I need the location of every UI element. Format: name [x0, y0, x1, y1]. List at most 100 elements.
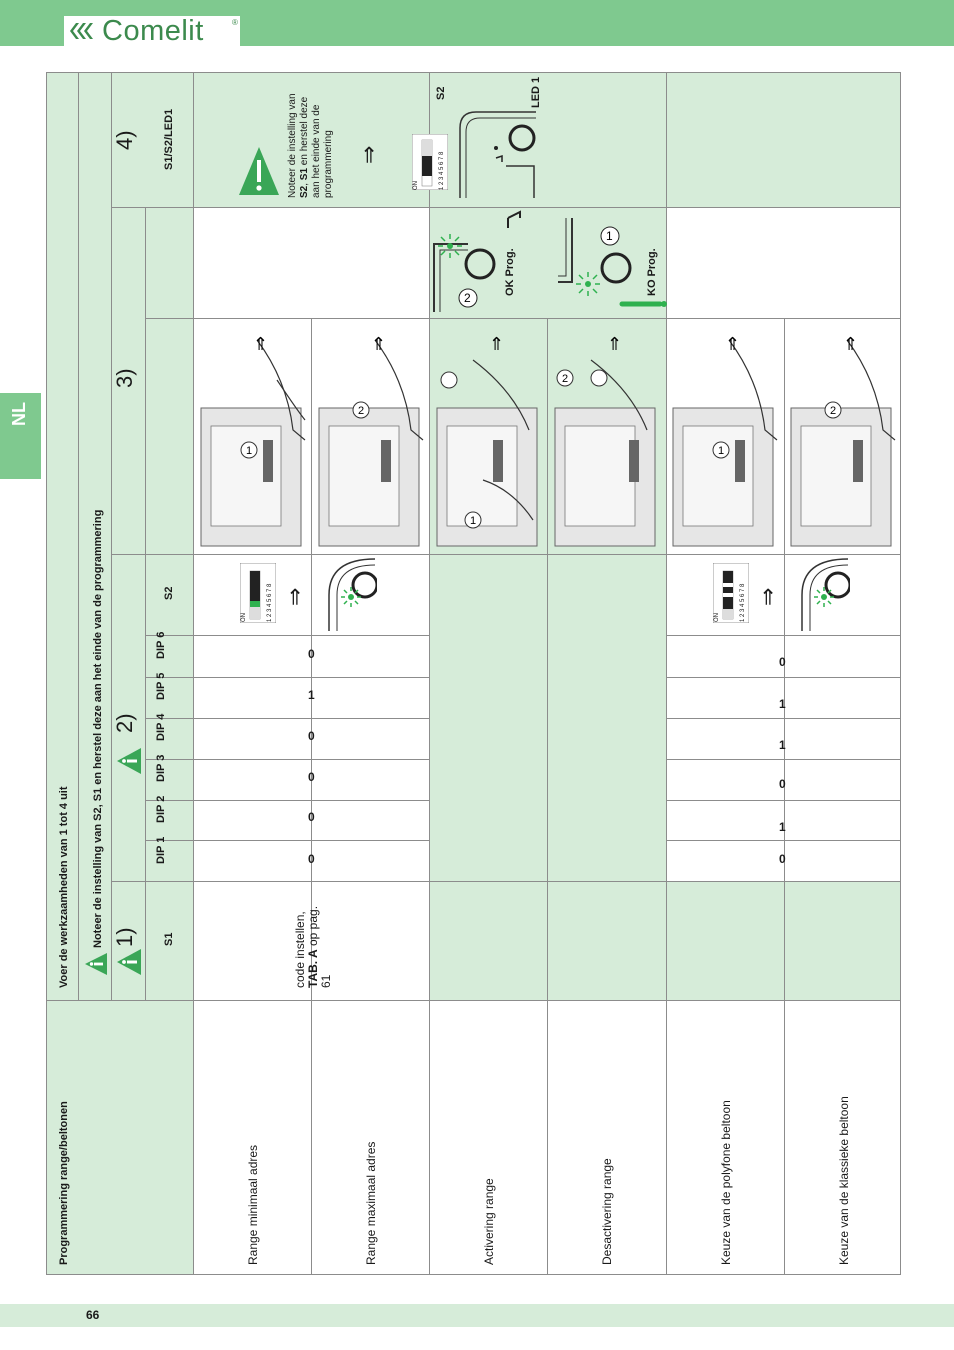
- step-3-label: 3): [112, 368, 137, 388]
- col-s2: S2: [163, 586, 175, 600]
- led-board-icon: [801, 558, 850, 631]
- dip-switch-icon: [412, 134, 448, 190]
- programming-table: [46, 72, 901, 1275]
- svg-text:⇑: ⇑: [489, 334, 504, 354]
- dip-switch-icon: [240, 563, 276, 623]
- intercom-press-both-illustration: 2 ⇑: [554, 334, 656, 547]
- dip-switch-numbers: 1 2 3 4 5 6 7 8: [740, 583, 746, 622]
- warning-icon: [117, 949, 141, 975]
- header-panel-top: [47, 73, 900, 207]
- dip-switch-icon: [713, 563, 749, 623]
- row-label-polyphonic-tone: Keuze van de polyfone beltoon: [719, 1100, 733, 1265]
- language-tab: NL: [0, 393, 41, 479]
- col-dip-4: DIP 4: [155, 713, 167, 741]
- table-subtitle: Voer de werkzaamheden van 1 tot 4 uit: [58, 786, 70, 988]
- dip-3-value: 0: [308, 770, 315, 784]
- col-dip-1: DIP 1: [155, 836, 167, 864]
- header-panel-bottom: [47, 1000, 193, 1274]
- brand-mark-icon: [70, 23, 93, 39]
- svg-text:⇑: ⇑: [607, 334, 622, 354]
- dip-4-value: 0: [308, 729, 315, 743]
- intercom-press-button-1-illustration: 1 ⇑: [672, 334, 778, 547]
- s1-instruction-line1: code instellen,: [293, 911, 307, 988]
- ok-prog-label: OK Prog.: [504, 248, 516, 296]
- arrow-icon: ⇒: [356, 145, 381, 164]
- col-dip-6: DIP 6: [155, 631, 167, 659]
- row-label-range-max: Range maximaal adres: [364, 1141, 378, 1265]
- dip-2-value: 1: [779, 820, 786, 834]
- language-tab-label: NL: [8, 401, 29, 426]
- dip-4-value: 1: [779, 738, 786, 752]
- intercom-press-button-1-illustration: 1 ⇑: [200, 334, 306, 547]
- s1-instruction-line2: TAB. A op pag.: [306, 905, 320, 988]
- svg-text:⇑: ⇑: [371, 334, 386, 354]
- row-label-activation: Activering range: [482, 1178, 496, 1265]
- arrow-icon: ⇒: [755, 587, 780, 606]
- page-number: 66: [86, 1308, 100, 1322]
- brand-name: Comelit: [102, 15, 204, 47]
- step-2-label: 2): [112, 713, 137, 733]
- tone-s1-panel: [666, 881, 900, 1000]
- warning-icon: [85, 953, 107, 975]
- dip-1-value: 0: [308, 852, 315, 866]
- led-board-icon: [459, 111, 536, 198]
- dip-switch-on-label: ON: [714, 613, 720, 622]
- settings-note: Noteer de instelling van S2, S1 en herst…: [92, 509, 104, 948]
- row-label-range-min: Range minimaal adres: [246, 1144, 260, 1265]
- intercom-press-button-2-illustration: 2 ⇑: [318, 334, 424, 547]
- row-label-classic-tone: Keuze van de klassieke beltoon: [837, 1096, 851, 1265]
- svg-text:2: 2: [358, 405, 364, 417]
- dip-6-value: 0: [779, 655, 786, 669]
- intercom-press-both-illustration: 1 ⇑: [436, 334, 538, 547]
- step-4-label: 4): [112, 130, 137, 150]
- col-dip-2: DIP 2: [155, 795, 167, 823]
- note4-line4: programmering: [323, 130, 334, 198]
- svg-text:⇑: ⇑: [725, 334, 740, 354]
- dip-switch-numbers: 1 2 3 4 5 6 7 8: [267, 583, 273, 622]
- dip-switch-on-label: ON: [241, 613, 247, 622]
- dip-6-value: 0: [308, 647, 315, 661]
- ok-prog-led-icon: 2: [433, 210, 521, 312]
- ko-prog-label: KO Prog.: [646, 248, 658, 296]
- row-label-deactivation: Desactivering range: [600, 1158, 614, 1265]
- dip-switch-numbers: 1 2 3 4 5 6 7 8: [439, 151, 445, 190]
- svg-text:2: 2: [464, 291, 471, 305]
- step-3-illustrations: 1 ⇑ 2 ⇑ 1 ⇑ 2 ⇑ 1: [193, 318, 902, 554]
- col-s1: S1: [163, 932, 175, 946]
- led-board-icon: [328, 558, 377, 631]
- svg-text:2: 2: [562, 373, 568, 385]
- note4-line1: Noteer de instelling van: [287, 93, 298, 198]
- header-panel-left: [47, 73, 193, 1000]
- note4-line3: aan het einde van de: [311, 104, 322, 198]
- dip-5-value: 1: [779, 697, 786, 711]
- dip-switch-on-label: ON: [413, 181, 419, 190]
- dip-1-value: 0: [779, 852, 786, 866]
- note4-line2: S2, S1 en herstel deze: [299, 96, 310, 198]
- dip-2-value: 0: [308, 810, 315, 824]
- footer-bar: [0, 1304, 954, 1327]
- col-s1s2led1: S1/S2/LED1: [163, 108, 175, 170]
- ko-prog-led-icon: 1: [558, 218, 667, 307]
- svg-text:2: 2: [830, 405, 836, 417]
- callout-1: 1: [246, 445, 252, 457]
- svg-text:⇑: ⇑: [253, 334, 268, 354]
- col-dip-3: DIP 3: [155, 754, 167, 782]
- svg-text:⇑: ⇑: [843, 334, 858, 354]
- dip-5-value: 1: [308, 688, 315, 702]
- s1-instruction-line3: 61: [319, 974, 333, 988]
- table-title: Programmering range/beltonen: [58, 1101, 70, 1265]
- arrow-icon: ⇒: [282, 587, 307, 606]
- svg-text:1: 1: [606, 229, 613, 243]
- dip-3-value: 0: [779, 777, 786, 791]
- step-1-label: 1): [112, 927, 137, 947]
- svg-text:1: 1: [718, 445, 724, 457]
- col-dip-5: DIP 5: [155, 672, 167, 700]
- intercom-press-button-2-illustration: 2 ⇑: [790, 334, 896, 547]
- brand-logo: Comelit ®: [64, 16, 240, 46]
- s2-label: S2: [435, 86, 447, 100]
- warning-icon: [117, 748, 141, 774]
- svg-text:1: 1: [470, 515, 476, 527]
- led1-label: LED 1: [530, 76, 542, 108]
- brand-registered: ®: [232, 18, 238, 27]
- warning-icon: [239, 147, 279, 195]
